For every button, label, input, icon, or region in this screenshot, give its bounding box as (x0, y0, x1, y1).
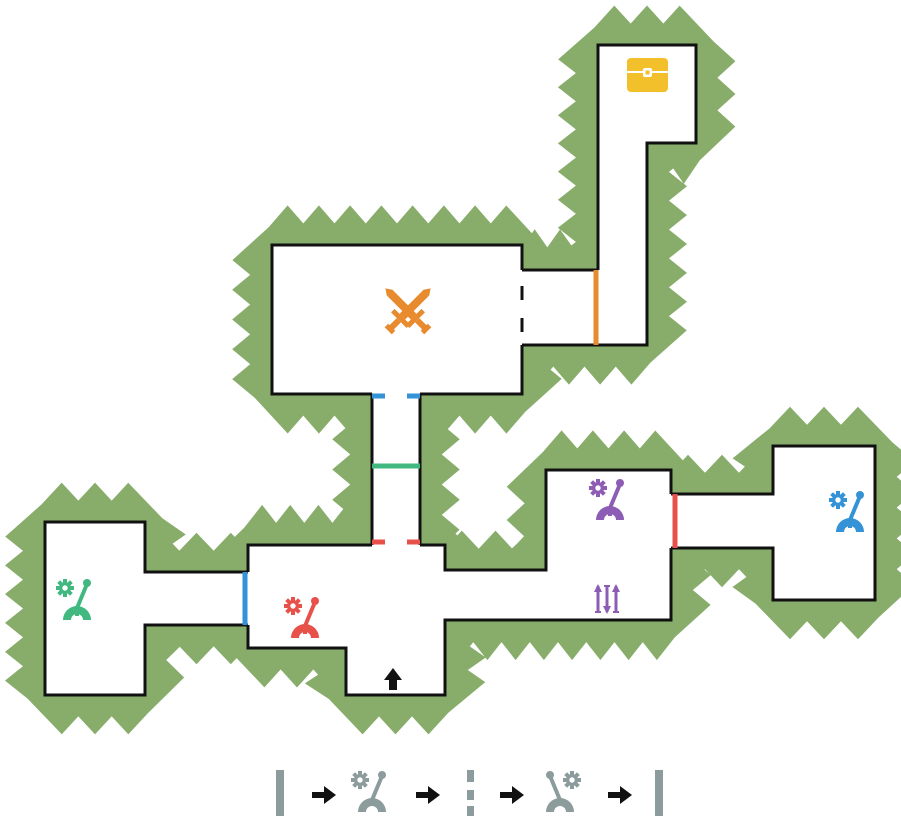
legend-lever-left-icon (351, 771, 386, 812)
legend-arrow-4 (608, 786, 632, 804)
triple-arrows-icon (594, 584, 620, 614)
legend-lever-right-icon (546, 771, 581, 812)
legend-arrow-3 (500, 786, 524, 804)
treasure-chest-icon[interactable] (627, 58, 668, 92)
legend-gap (467, 770, 474, 816)
seam-4 (518, 272, 526, 343)
legend (276, 770, 663, 816)
legend-wall-right (655, 770, 663, 816)
legend-arrow-1 (312, 786, 336, 804)
room-connector-corridor (372, 394, 420, 545)
seam-2 (250, 574, 256, 623)
legend-wall-left (276, 770, 284, 816)
legend-arrow-2 (416, 786, 440, 804)
